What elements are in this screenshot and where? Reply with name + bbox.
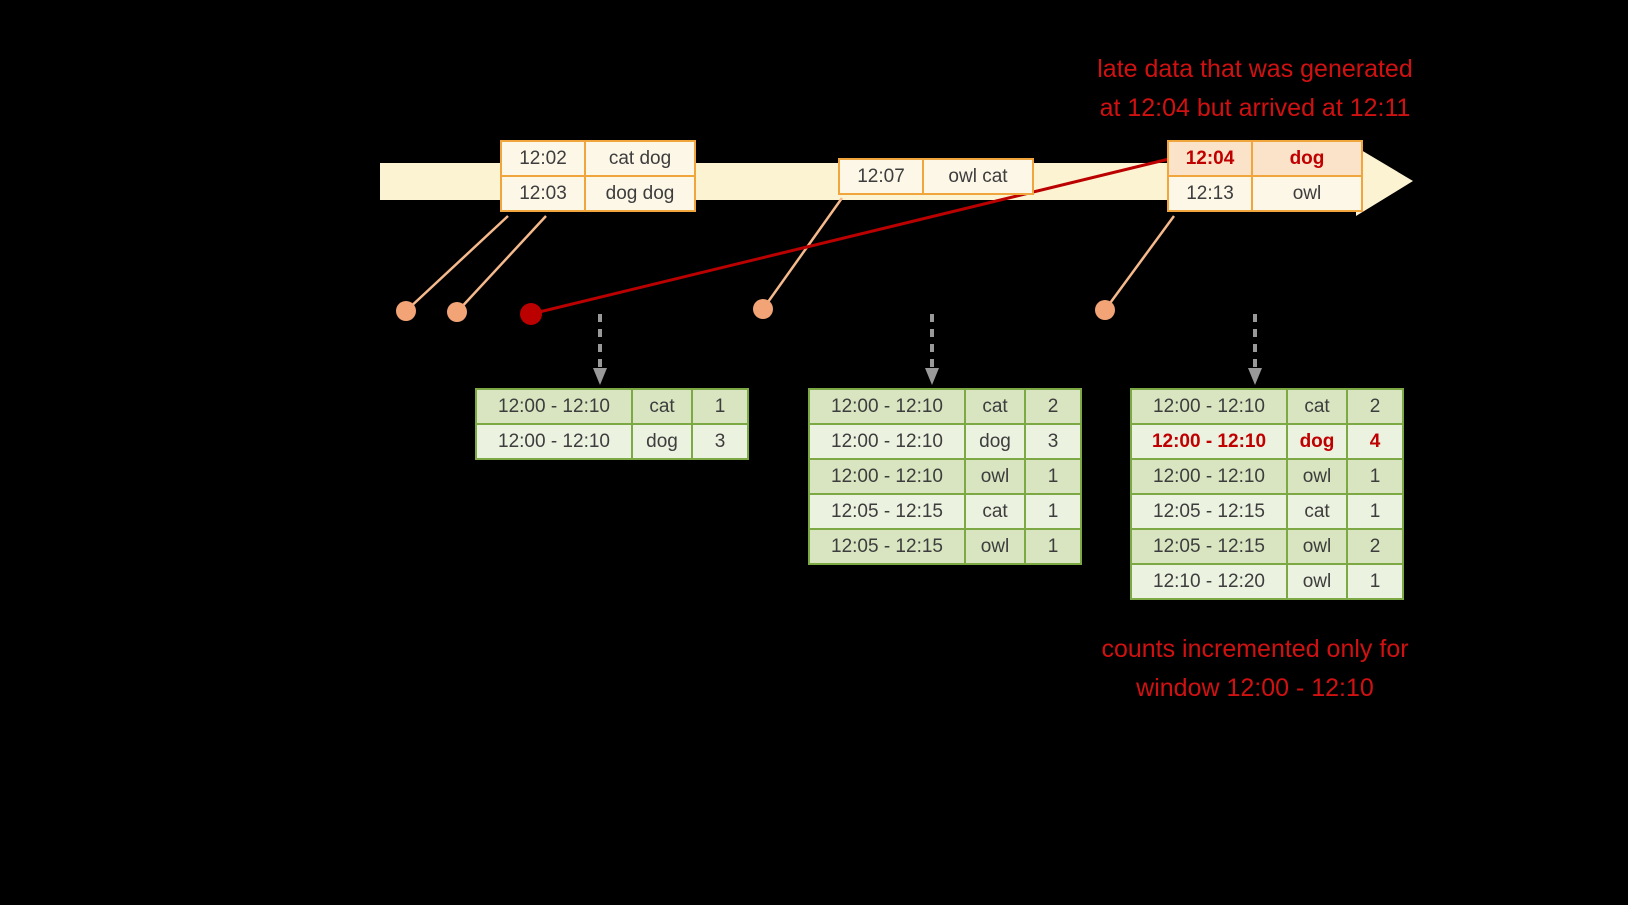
window-cell: 12:05 - 12:15	[1130, 493, 1288, 530]
count-cell: 3	[691, 423, 749, 460]
late-data-annotation-line1: late data that was generated	[1097, 55, 1413, 83]
table-row: 12:00 - 12:10 dog 3	[475, 423, 749, 460]
trigger-arrows	[593, 314, 1262, 385]
word-cell: dog	[631, 423, 693, 460]
table-row: 12:05 - 12:15 owl 2	[1130, 528, 1404, 565]
event-words-cell: owl	[1251, 175, 1363, 212]
count-cell: 1	[1346, 458, 1404, 495]
counts-annotation-line2: window 12:00 - 12:10	[1136, 674, 1374, 702]
late-data-connector-line	[530, 157, 1170, 316]
event-words-cell: owl cat	[922, 158, 1034, 195]
input-events-table-3: 12:04 dog 12:13 owl	[1167, 140, 1363, 212]
count-cell: 2	[1346, 388, 1404, 425]
input-events-table-2: 12:07 owl cat	[838, 158, 1034, 195]
table-row: 12:00 - 12:10 dog 3	[808, 423, 1082, 460]
window-cell: 12:05 - 12:15	[1130, 528, 1288, 565]
count-cell: 1	[1346, 563, 1404, 600]
result-table-1: 12:00 - 12:10 cat 1 12:00 - 12:10 dog 3	[475, 388, 749, 460]
window-cell: 12:00 - 12:10	[808, 388, 966, 425]
late-data-annotation: late data that was generated at 12:04 bu…	[1030, 50, 1480, 128]
counts-annotation-line1: counts incremented only for	[1101, 635, 1409, 663]
window-cell: 12:00 - 12:10	[475, 423, 633, 460]
table-row: 12:05 - 12:15 cat 1	[808, 493, 1082, 530]
arrival-connector-lines	[405, 197, 1176, 313]
table-row: 12:13 owl	[1167, 175, 1363, 212]
window-cell: 12:05 - 12:15	[808, 493, 966, 530]
table-row: 12:00 - 12:10 cat 2	[1130, 388, 1404, 425]
table-row: 12:00 - 12:10 cat 2	[808, 388, 1082, 425]
count-cell: 1	[1024, 458, 1082, 495]
count-cell: 3	[1024, 423, 1082, 460]
count-cell: 1	[1024, 528, 1082, 565]
window-cell: 12:05 - 12:15	[808, 528, 966, 565]
window-cell: 12:00 - 12:10	[1130, 458, 1288, 495]
table-row: 12:03 dog dog	[500, 175, 696, 212]
result-table-2: 12:00 - 12:10 cat 2 12:00 - 12:10 dog 3 …	[808, 388, 1082, 565]
word-cell: cat	[631, 388, 693, 425]
late-event-row: 12:04 dog	[1167, 140, 1363, 177]
word-cell: owl	[964, 458, 1026, 495]
table-row: 12:10 - 12:20 owl 1	[1130, 563, 1404, 600]
event-time-cell: 12:02	[500, 140, 586, 177]
arrival-dots	[396, 299, 1115, 322]
table-row: 12:02 cat dog	[500, 140, 696, 177]
word-cell: cat	[1286, 388, 1348, 425]
event-time-cell: 12:04	[1167, 140, 1253, 177]
count-cell: 1	[1346, 493, 1404, 530]
event-words-cell: dog dog	[584, 175, 696, 212]
count-cell: 2	[1024, 388, 1082, 425]
window-cell: 12:00 - 12:10	[808, 423, 966, 460]
count-cell: 1	[1024, 493, 1082, 530]
word-cell: owl	[964, 528, 1026, 565]
table-row: 12:05 - 12:15 owl 1	[808, 528, 1082, 565]
late-count-row: 12:00 - 12:10 dog 4	[1130, 423, 1404, 460]
table-row: 12:07 owl cat	[838, 158, 1034, 195]
table-row: 12:00 - 12:10 cat 1	[475, 388, 749, 425]
word-cell: owl	[1286, 563, 1348, 600]
table-row: 12:05 - 12:15 cat 1	[1130, 493, 1404, 530]
result-table-3: 12:00 - 12:10 cat 2 12:00 - 12:10 dog 4 …	[1130, 388, 1404, 600]
window-cell: 12:00 - 12:10	[808, 458, 966, 495]
word-cell: cat	[964, 388, 1026, 425]
event-time-cell: 12:13	[1167, 175, 1253, 212]
count-cell: 2	[1346, 528, 1404, 565]
word-cell: cat	[964, 493, 1026, 530]
window-cell: 12:00 - 12:10	[1130, 388, 1288, 425]
count-cell: 4	[1346, 423, 1404, 460]
event-time-cell: 12:07	[838, 158, 924, 195]
count-cell: 1	[691, 388, 749, 425]
event-words-cell: dog	[1251, 140, 1363, 177]
counts-incremented-annotation: counts incremented only for window 12:00…	[1030, 630, 1480, 708]
late-arrival-dot	[520, 303, 542, 325]
window-cell: 12:10 - 12:20	[1130, 563, 1288, 600]
word-cell: dog	[1286, 423, 1348, 460]
word-cell: cat	[1286, 493, 1348, 530]
window-cell: 12:00 - 12:10	[475, 388, 633, 425]
table-row: 12:00 - 12:10 owl 1	[1130, 458, 1404, 495]
window-cell: 12:00 - 12:10	[1130, 423, 1288, 460]
event-words-cell: cat dog	[584, 140, 696, 177]
event-time-cell: 12:03	[500, 175, 586, 212]
late-data-annotation-line2: at 12:04 but arrived at 12:11	[1099, 94, 1411, 122]
word-cell: owl	[1286, 458, 1348, 495]
input-events-table-1: 12:02 cat dog 12:03 dog dog	[500, 140, 696, 212]
table-row: 12:00 - 12:10 owl 1	[808, 458, 1082, 495]
word-cell: owl	[1286, 528, 1348, 565]
word-cell: dog	[964, 423, 1026, 460]
